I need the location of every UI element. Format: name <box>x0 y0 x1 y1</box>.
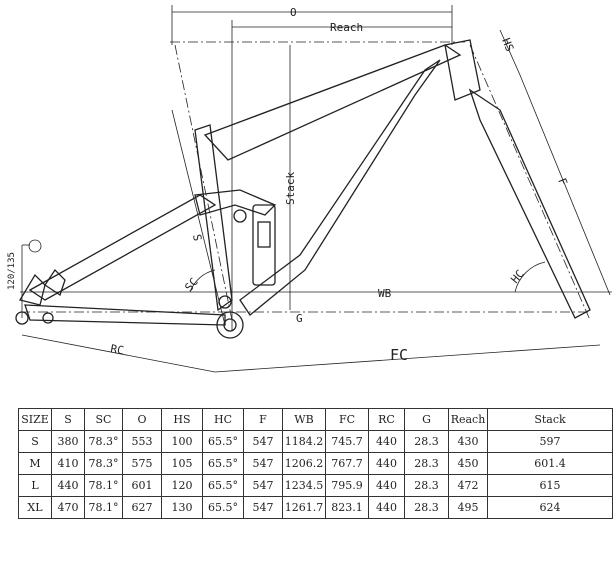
table-cell: 65.5° <box>202 430 244 453</box>
dim-label-s: S <box>190 233 204 242</box>
column-header: WB <box>282 408 326 431</box>
table-cell: 410 <box>51 452 85 475</box>
column-header: FC <box>325 408 369 431</box>
table-cell: 547 <box>243 430 283 453</box>
geometry-table: SIZE S SC O HS HC F WB FC RC G Reach Sta… <box>18 408 613 519</box>
table-cell: 601 <box>122 474 162 497</box>
table-cell: 100 <box>161 430 203 453</box>
dim-label-travel: 120/135 <box>7 252 17 290</box>
column-header: O <box>122 408 162 431</box>
column-header: Stack <box>487 408 613 431</box>
table-cell: 450 <box>448 452 488 475</box>
table-cell: 78.3° <box>84 430 123 453</box>
dim-label-f: F <box>555 176 570 187</box>
dim-label-fc: FC <box>390 346 408 364</box>
dim-label-g: G <box>296 312 303 325</box>
table-cell: 495 <box>448 496 488 519</box>
table-cell: 767.7 <box>325 452 369 475</box>
table-cell: 440 <box>51 474 85 497</box>
dim-label-o: O <box>290 6 297 19</box>
column-header: F <box>243 408 283 431</box>
column-header: RC <box>368 408 405 431</box>
column-header: HC <box>202 408 244 431</box>
table-cell: 795.9 <box>325 474 369 497</box>
dim-label-stack: Stack <box>284 172 297 205</box>
dim-label-wb: WB <box>378 287 392 300</box>
table-cell: 1184.2 <box>282 430 326 453</box>
table-cell: 440 <box>368 474 405 497</box>
table-cell: 470 <box>51 496 85 519</box>
table-cell: 440 <box>368 430 405 453</box>
table-cell: M <box>18 452 52 475</box>
table-cell: 745.7 <box>325 430 369 453</box>
column-header: SIZE <box>18 408 52 431</box>
table-cell: 601.4 <box>487 452 613 475</box>
table-cell: 472 <box>448 474 488 497</box>
table-cell: 28.3 <box>404 430 449 453</box>
table-cell: 1234.5 <box>282 474 326 497</box>
table-cell: XL <box>18 496 52 519</box>
frame-outline <box>15 39 591 339</box>
table-cell: 65.5° <box>202 496 244 519</box>
table-cell: 547 <box>243 452 283 475</box>
table-cell: 624 <box>487 496 613 519</box>
table-cell: 575 <box>122 452 162 475</box>
table-cell: 65.5° <box>202 452 244 475</box>
frame-geometry-drawing: O Reach HS F Stack S SC HC WB G RC FC 12… <box>7 5 612 373</box>
table-cell: 28.3 <box>404 452 449 475</box>
dim-label-reach: Reach <box>330 21 363 34</box>
table-cell: 78.1° <box>84 474 123 497</box>
table-header-row: SIZE S SC O HS HC F WB FC RC G Reach Sta… <box>18 408 613 431</box>
table-cell: 440 <box>368 452 405 475</box>
table-cell: 120 <box>161 474 203 497</box>
dim-label-sc: SC <box>182 275 200 294</box>
table-cell: 1206.2 <box>282 452 326 475</box>
table-cell: 615 <box>487 474 613 497</box>
column-header: S <box>51 408 85 431</box>
table-cell: 1261.7 <box>282 496 326 519</box>
column-header: SC <box>84 408 123 431</box>
table-cell: 78.1° <box>84 496 123 519</box>
dim-label-rc: RC <box>109 342 124 357</box>
table-cell: 380 <box>51 430 85 453</box>
dimension-lines <box>20 5 612 373</box>
table-cell: L <box>18 474 52 497</box>
table-cell: S <box>18 430 52 453</box>
table-cell: 597 <box>487 430 613 453</box>
table-cell: 440 <box>368 496 405 519</box>
table-cell: 547 <box>243 474 283 497</box>
table-cell: 78.3° <box>84 452 123 475</box>
table-cell: 105 <box>161 452 203 475</box>
table-cell: 65.5° <box>202 474 244 497</box>
dim-label-hc: HC <box>508 267 526 286</box>
column-header: G <box>404 408 449 431</box>
table-cell: 823.1 <box>325 496 369 519</box>
table-cell: 430 <box>448 430 488 453</box>
column-header: HS <box>161 408 203 431</box>
column-header: Reach <box>448 408 488 431</box>
table-cell: 553 <box>122 430 162 453</box>
table-cell: 28.3 <box>404 496 449 519</box>
table-cell: 627 <box>122 496 162 519</box>
table-cell: 28.3 <box>404 474 449 497</box>
table-cell: 130 <box>161 496 203 519</box>
dim-label-hs: HS <box>499 36 516 53</box>
table-cell: 547 <box>243 496 283 519</box>
